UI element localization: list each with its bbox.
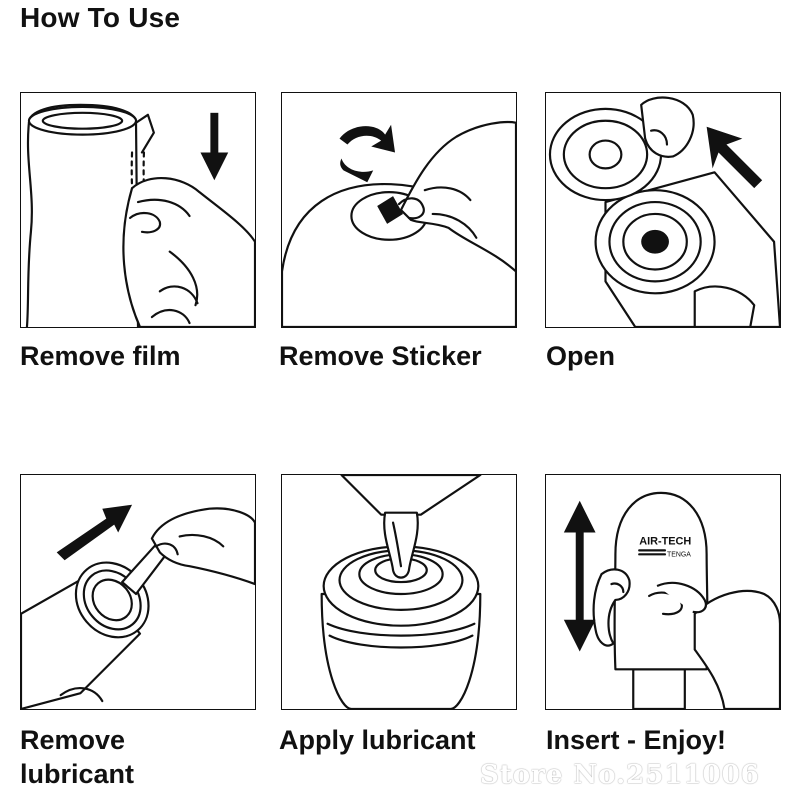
step-open-illustration: [545, 92, 781, 328]
store-watermark: Store No.2511006: [480, 760, 760, 790]
product-maker-text: TENGA: [667, 551, 691, 558]
step-apply-lubricant-illustration: [281, 474, 517, 710]
step-remove-lubricant-illustration: [20, 474, 256, 710]
step-remove-film-label: Remove film: [20, 341, 181, 371]
step-insert-enjoy-illustration: AIR-TECH TENGA: [545, 474, 781, 710]
page-title: How To Use: [20, 2, 181, 33]
step-remove-sticker-label: Remove Sticker: [279, 341, 482, 371]
step-insert-enjoy-label: Insert - Enjoy!: [546, 725, 727, 755]
step-remove-film-illustration: [20, 92, 256, 328]
step-open-label: Open: [546, 341, 616, 371]
step-apply-lubricant-label: Apply lubricant: [279, 725, 476, 755]
product-brand-text: AIR-TECH: [639, 535, 691, 547]
step-remove-lubricant-label-line2: lubricant: [20, 759, 135, 789]
step-remove-sticker-illustration: [281, 92, 517, 328]
step-remove-lubricant-label-line1: Remove: [20, 725, 126, 755]
